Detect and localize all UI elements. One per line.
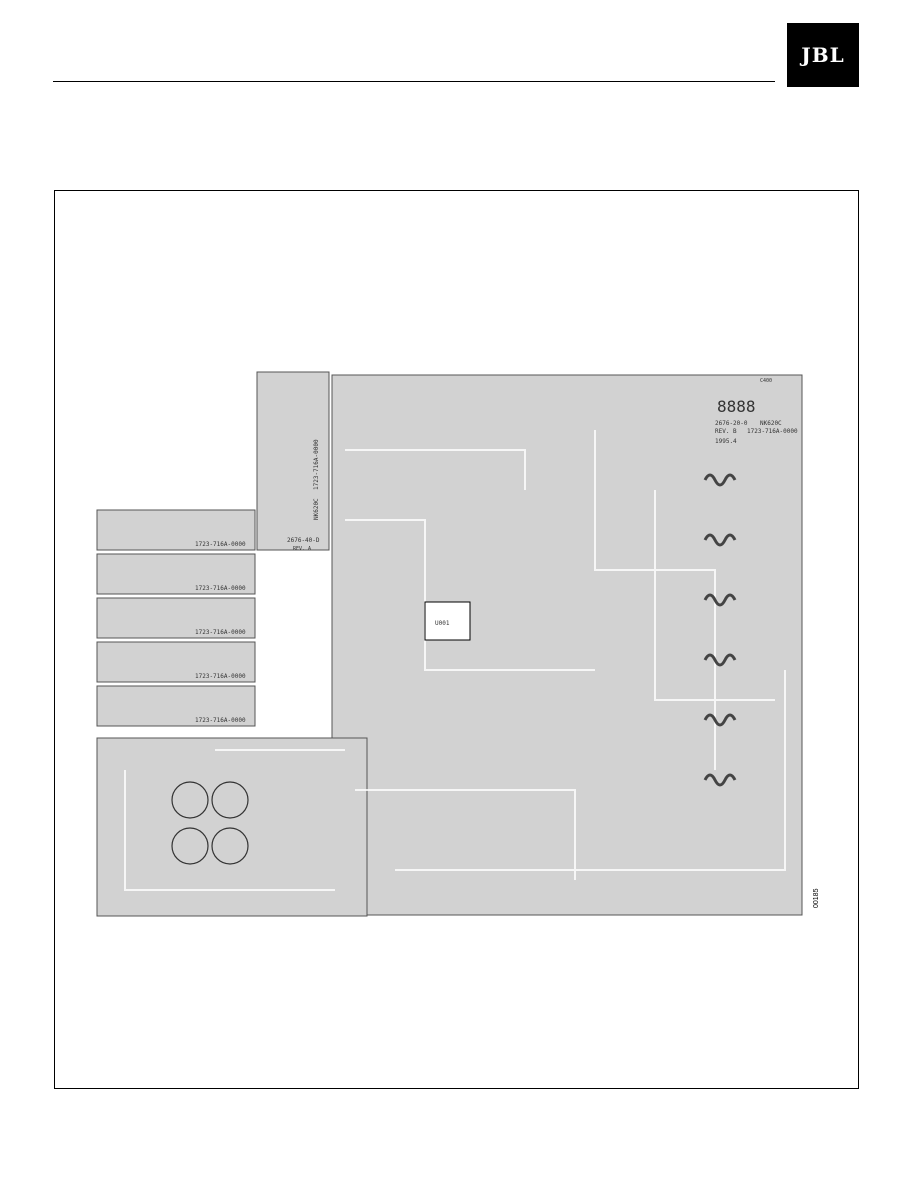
svg-text:1723-716A-0000: 1723-716A-0000 [747, 428, 798, 435]
svg-text:1723-716A-0000: 1723-716A-0000 [195, 585, 246, 592]
jbl-logo: JBL [787, 23, 859, 87]
svg-text:1723-716A-0000: 1723-716A-0000 [313, 439, 320, 490]
svg-text:C400: C400 [760, 378, 772, 384]
svg-text:1723-716A-0000: 1723-716A-0000 [195, 629, 246, 636]
svg-text:REV. B: REV. B [715, 428, 737, 435]
svg-text:NK620C: NK620C [313, 498, 320, 520]
svg-text:1723-716A-0000: 1723-716A-0000 [195, 673, 246, 680]
svg-text:U001: U001 [435, 620, 450, 627]
svg-text:8888: 8888 [717, 397, 756, 416]
svg-text:2676-20-0: 2676-20-0 [715, 420, 748, 427]
figure-frame [54, 190, 859, 1089]
figure-code: 00185 [813, 888, 820, 908]
svg-text:NK620C: NK620C [760, 420, 782, 427]
svg-text:1723-716A-0000: 1723-716A-0000 [195, 541, 246, 548]
output-modules: 1723-716A-0000 1723-716A-0000 1723-716A-… [96, 509, 256, 727]
pcb-layout-figure: 1723-716A-0000 1723-716A-0000 1723-716A-… [96, 371, 803, 917]
svg-text:2676-40-D: 2676-40-D [287, 537, 320, 544]
svg-text:REV. A: REV. A [293, 546, 311, 552]
header-rule [53, 81, 775, 82]
svg-text:1723-716A-0000: 1723-716A-0000 [195, 717, 246, 724]
svg-text:1995.4: 1995.4 [715, 438, 737, 445]
